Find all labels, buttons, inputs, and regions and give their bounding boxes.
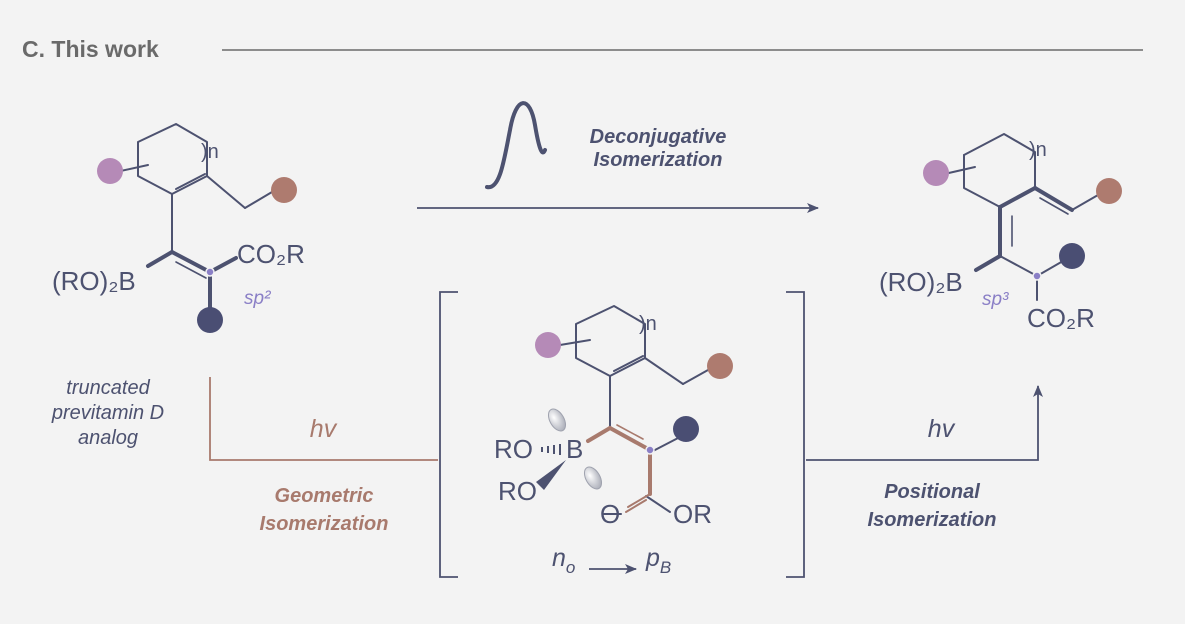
- left-molecule: [115, 123, 273, 310]
- navy-substituent-dot: [197, 307, 223, 333]
- brown-substituent-dot: [271, 177, 297, 203]
- middle-ro-bottom: RO: [498, 476, 537, 506]
- right-bracket: [786, 291, 805, 578]
- section-title: C. This work: [22, 36, 159, 62]
- right-boronate-label: (RO)₂B: [879, 267, 963, 297]
- positional-label-2: Isomerization: [868, 509, 997, 531]
- caption-line-2: previtamin D: [51, 402, 164, 424]
- middle-brown-dot: [707, 353, 733, 379]
- middle-carbonyl-o: O: [600, 499, 620, 529]
- caption-line-3: analog: [78, 427, 138, 449]
- middle-ring-size-label: )n: [639, 313, 657, 335]
- middle-purple-dot: [535, 332, 561, 358]
- hashed-bond: [541, 444, 561, 455]
- orbital-lobe-top: [547, 408, 567, 432]
- sp3-label: sp³: [982, 289, 1009, 310]
- positional-arrow: [806, 385, 1043, 461]
- left-ester-label: CO₂R: [237, 239, 305, 269]
- right-molecule: [939, 133, 1099, 301]
- middle-or: OR: [673, 499, 712, 529]
- left-boronate-label: (RO)₂B: [52, 266, 136, 296]
- middle-center-dot: [645, 445, 655, 455]
- hv-left-label: hv: [310, 415, 338, 443]
- middle-ro-top: RO: [494, 434, 533, 464]
- right-purple-dot: [923, 160, 949, 186]
- orbital-lobe-bottom: [583, 466, 603, 490]
- sp2-label: sp²: [244, 288, 271, 309]
- p-orbital-label: pB: [645, 544, 671, 577]
- sp2-center-dot: [205, 267, 215, 277]
- middle-navy-dot: [673, 416, 699, 442]
- middle-boron: B: [566, 434, 583, 464]
- ring-size-label: )n: [201, 141, 219, 163]
- deconjugative-label-1: Deconjugative: [590, 126, 727, 148]
- middle-molecule: [559, 305, 709, 515]
- deconjugative-label-2: Isomerization: [594, 149, 723, 171]
- light-wave-icon: [485, 101, 547, 190]
- hv-right-label: hv: [928, 415, 956, 443]
- geometric-path-line: [209, 377, 438, 461]
- geometric-label-1: Geometric: [275, 485, 374, 507]
- right-brown-dot: [1096, 178, 1122, 204]
- n-orbital-label: no: [552, 544, 575, 577]
- right-bold-bonds: [974, 186, 1074, 272]
- right-ester-label: CO₂R: [1027, 303, 1095, 333]
- purple-substituent-dot: [97, 158, 123, 184]
- left-bracket: [439, 291, 458, 578]
- geometric-label-2: Isomerization: [260, 513, 389, 535]
- middle-highlighted-bonds: [586, 424, 652, 513]
- sp3-center-dot: [1032, 271, 1042, 281]
- positional-label-1: Positional: [884, 481, 980, 503]
- wedge-bond: [536, 460, 566, 490]
- caption-line-1: truncated: [66, 377, 150, 399]
- right-ring-size-label: )n: [1029, 139, 1047, 161]
- right-navy-dot: [1059, 243, 1085, 269]
